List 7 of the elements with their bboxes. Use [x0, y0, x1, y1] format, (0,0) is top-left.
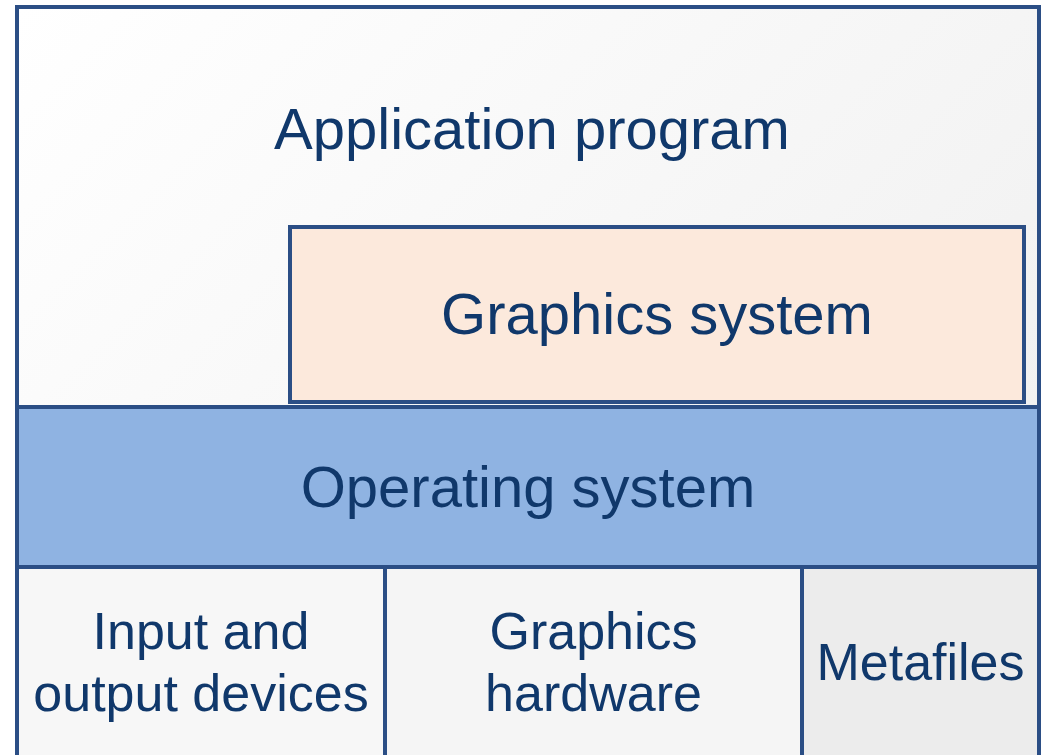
layer-label: Graphics system	[441, 280, 873, 349]
layer-label: Application program	[274, 94, 790, 163]
layer-label: Graphics hardware	[484, 601, 703, 724]
layer-label: Input and output devices	[32, 601, 370, 724]
layer-box	[288, 225, 1026, 404]
layer-label: Metafiles	[816, 631, 1025, 693]
layer-label: Operating system	[300, 452, 756, 521]
